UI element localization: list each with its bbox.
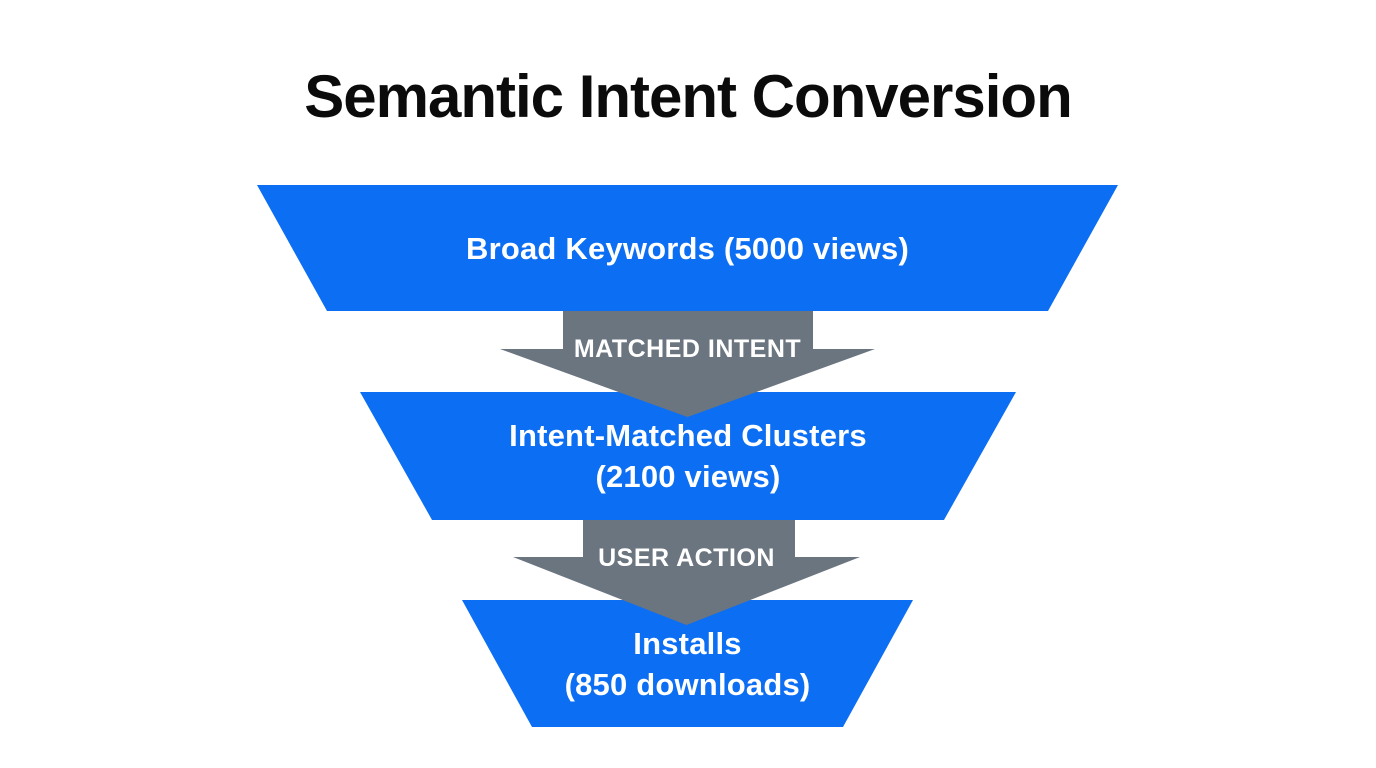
stage-label: Installs [633,625,742,661]
page-title: Semantic Intent Conversion [304,63,1072,130]
funnel-stage-installs: Installs (850 downloads) [462,600,913,727]
connector-label-matched-intent: MATCHED INTENT [573,335,802,363]
funnel-stage-broad-keywords: Broad Keywords (5000 views) [257,185,1118,311]
connector-label-user-action: USER ACTION [598,544,775,572]
stage-value: (2100 views) [595,459,781,494]
stage-value: (850 downloads) [564,666,811,702]
funnel-stage-intent-matched-clusters: Intent-Matched Clusters (2100 views) [360,392,1016,520]
stage-label: Intent-Matched Clusters [509,418,867,453]
stage-label: Broad Keywords (5000 views) [465,230,910,266]
